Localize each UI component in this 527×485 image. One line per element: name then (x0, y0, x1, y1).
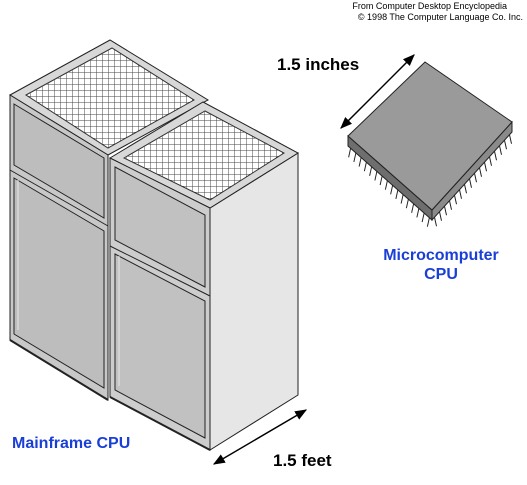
chip-pin (411, 203, 415, 213)
chip-pin (426, 217, 430, 227)
mainframe-dimension-arrow (212, 409, 308, 465)
chip-pin (459, 189, 462, 199)
chip-pin (363, 162, 367, 172)
chip-pin (374, 171, 378, 181)
microcomputer-chip (347, 61, 513, 227)
chip-pin (379, 175, 383, 186)
microcomputer-caption: Microcomputer CPU (372, 246, 510, 284)
chip-pin (474, 173, 477, 183)
chip-pin (395, 189, 399, 200)
mainframe-caption: Mainframe CPU (12, 435, 131, 452)
chip-pin (405, 199, 409, 209)
mainframe-cabinet (9, 39, 299, 451)
microcomputer-caption-line2: CPU (424, 266, 458, 283)
microcomputer-dimension-label: 1.5 inches (277, 55, 360, 74)
microcomputer-dimension-arrow (340, 54, 415, 129)
chip-pin (358, 157, 362, 167)
chip-pin (449, 200, 452, 210)
chip-pin (369, 166, 373, 176)
chip-pins-left (348, 148, 430, 227)
microcomputer-caption-line1: Microcomputer (383, 247, 499, 264)
mainframe-left-upper-panel (13, 103, 105, 219)
mainframe-grille-left (25, 47, 195, 149)
credit-source: From Computer Desktop Encyclopedia (352, 1, 507, 11)
chip-pin (439, 211, 442, 221)
chip-pin (400, 194, 404, 204)
credit-copyright: © 1998 The Computer Language Co. Inc. (357, 12, 523, 22)
chip-top (347, 61, 513, 211)
chip-pin (444, 206, 447, 216)
chip-pin (464, 184, 467, 194)
mainframe-dimension-label: 1.5 feet (273, 451, 332, 470)
chip-pin (479, 167, 482, 177)
chip-pin (421, 212, 425, 223)
chip-pin (484, 162, 487, 172)
mainframe-grille-right (122, 110, 285, 201)
mainframe-left-lower-panel (13, 177, 105, 389)
mainframe-right-upper-panel (114, 166, 206, 288)
chip-pin (434, 217, 437, 227)
chip-pin (469, 178, 472, 188)
chip-pins-right (434, 134, 512, 227)
chip-pin (454, 195, 457, 205)
chip-pin (416, 208, 420, 218)
mainframe-right-lower-panel (114, 253, 206, 439)
chip-pin (489, 156, 492, 166)
chip-pin (353, 152, 357, 163)
chip-pin (504, 140, 507, 150)
chip-pin (384, 180, 388, 190)
chip-pin (348, 148, 352, 158)
chip-pin (494, 151, 497, 161)
chip-pin (499, 145, 502, 155)
chip-pin (509, 134, 512, 144)
chip-pin (390, 185, 394, 195)
